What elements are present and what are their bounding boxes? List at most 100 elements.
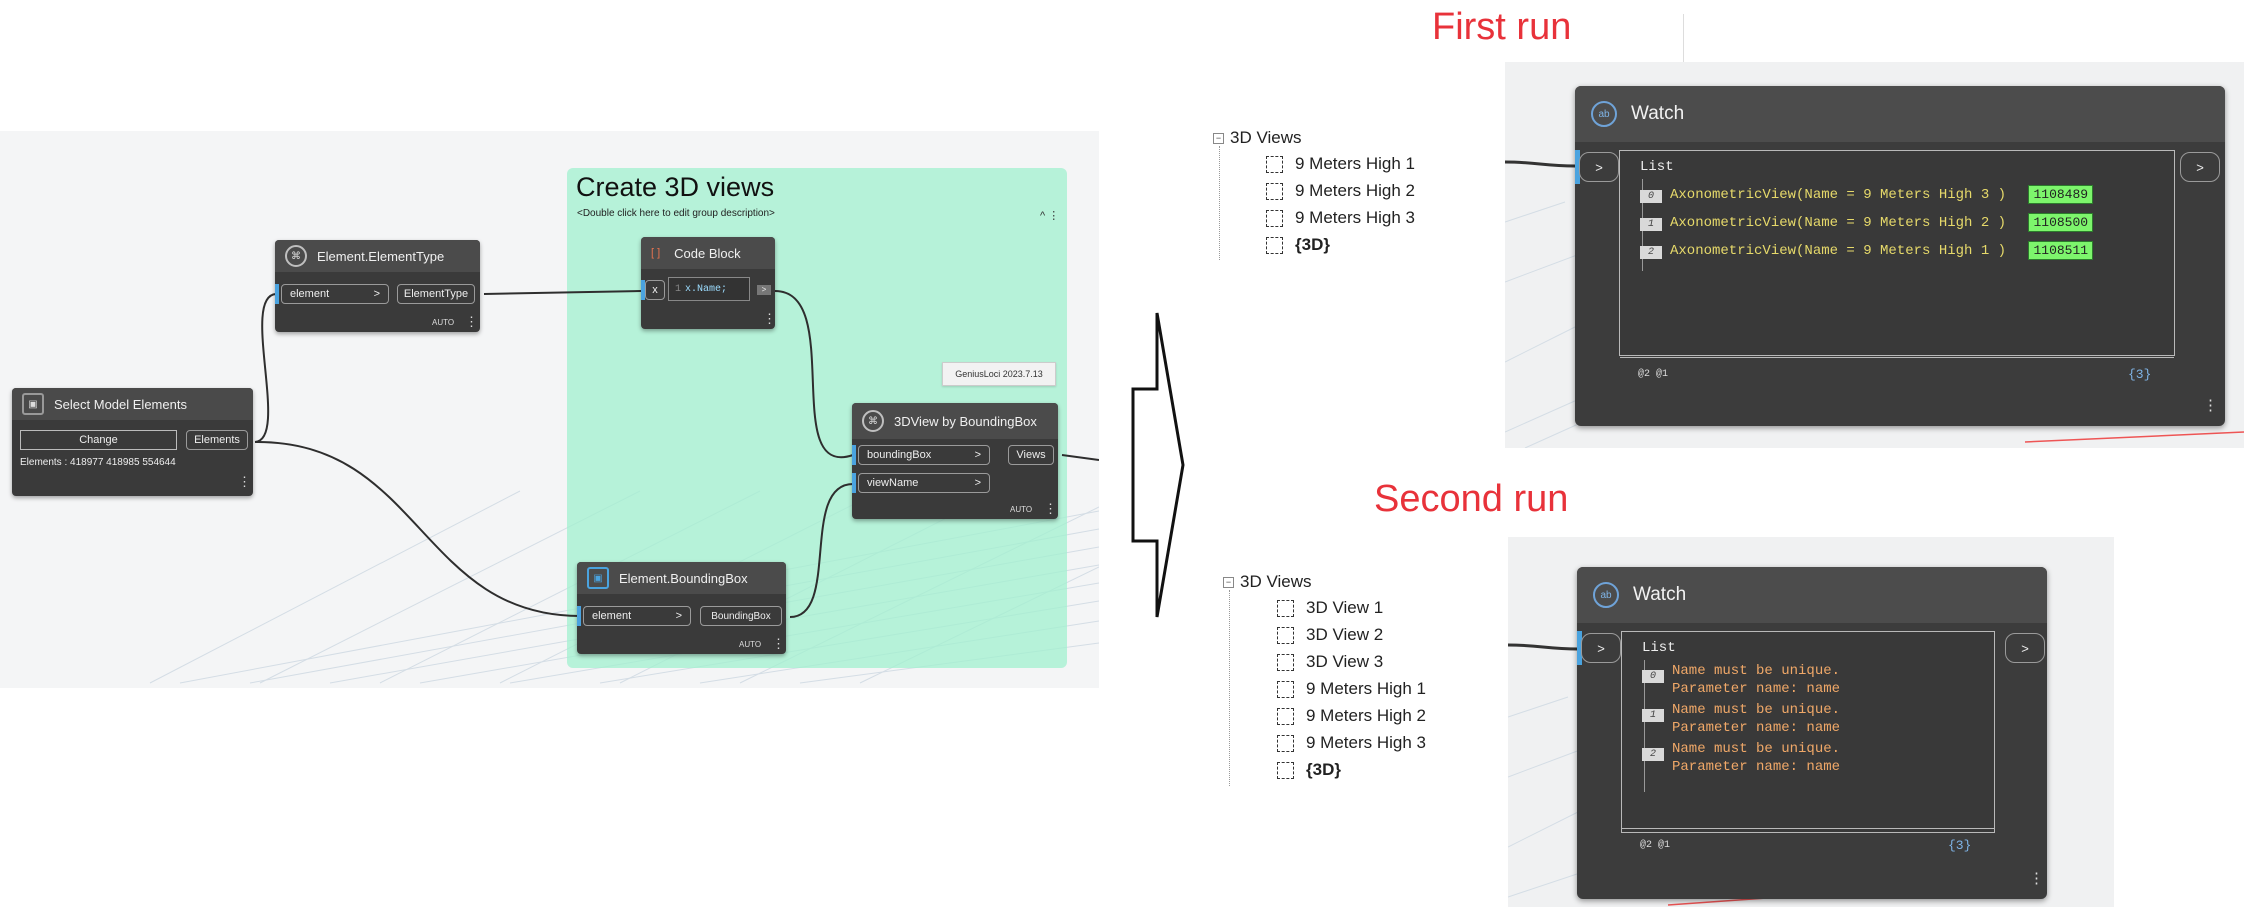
tree-root-label[interactable]: 3D Views — [1240, 572, 1312, 591]
tree-item[interactable]: 3D View 2 — [1306, 625, 1384, 644]
output-port-views[interactable]: Views — [1008, 445, 1054, 465]
wire-elements-to-elementtype — [254, 293, 277, 443]
lacing-label[interactable]: AUTO — [739, 640, 762, 649]
tree-item[interactable]: 3D View 3 — [1306, 652, 1384, 671]
input-port-x[interactable]: x — [645, 280, 665, 300]
list-count: {3} — [1948, 838, 1972, 853]
input-port-viewname[interactable]: viewName > — [858, 473, 990, 493]
tree-item[interactable]: 9 Meters High 1 — [1306, 679, 1426, 698]
watch-input-port[interactable]: > — [1579, 152, 1619, 182]
view-icon — [1266, 182, 1283, 200]
list-index: 0 — [1642, 670, 1664, 683]
output-port-elementtype[interactable]: ElementType — [397, 284, 475, 304]
view-icon — [1277, 653, 1294, 671]
tree-item[interactable]: 9 Meters High 2 — [1306, 706, 1426, 725]
select-elements-icon: ▣ — [22, 393, 44, 415]
output-port-code[interactable]: > — [757, 285, 771, 295]
group-title[interactable]: Create 3D views — [576, 172, 775, 202]
input-port-element[interactable]: element> — [583, 606, 691, 626]
chevron-right-icon: > — [974, 477, 981, 489]
tree-item[interactable]: 3D View 1 — [1306, 598, 1384, 617]
tree-root-label[interactable]: 3D Views — [1230, 128, 1302, 147]
view-icon — [1277, 761, 1294, 779]
node-menu-icon[interactable]: ⋮ — [2029, 870, 2044, 887]
wire-codeblock-to-bbox-view — [774, 290, 854, 459]
input-marker — [275, 284, 279, 304]
watch-output-port[interactable]: > — [2005, 633, 2045, 663]
node-menu-icon[interactable]: ⋮ — [2203, 397, 2218, 414]
group-collapse-toggle[interactable]: ^ ⋮ — [1040, 210, 1060, 222]
collapse-icon[interactable]: − — [1213, 132, 1224, 144]
group-description[interactable]: <Double click here to edit group descrip… — [577, 208, 775, 219]
tree-item[interactable]: {3D} — [1306, 760, 1341, 779]
line-number: 1 — [675, 283, 682, 295]
tree-item[interactable]: 9 Meters High 3 — [1295, 208, 1415, 227]
package-tooltip: GeniusLoci 2023.7.13 — [942, 362, 1056, 386]
element-id-link[interactable]: 1108511 — [2028, 241, 2094, 260]
input-marker — [1575, 150, 1580, 184]
view-icon — [1277, 680, 1294, 698]
input-marker — [852, 473, 856, 493]
output-port-boundingbox[interactable]: BoundingBox — [700, 606, 782, 626]
node-select-model-elements[interactable]: ▣ Select Model Elements Change Elements … — [12, 388, 253, 496]
watch-title: Watch — [1631, 103, 1685, 124]
input-port-boundingbox[interactable]: boundingBox > — [858, 445, 990, 465]
node-menu-icon[interactable]: ⋮ — [465, 314, 478, 329]
node-element-boundingbox[interactable]: ▣ Element.BoundingBox element> BoundingB… — [577, 562, 786, 654]
node-element-elementtype[interactable]: ⌘ Element.ElementType element> ElementTy… — [275, 240, 480, 332]
port-label: boundingBox — [867, 449, 932, 461]
node-code-block[interactable]: [ ] Code Block x 1 x.Name; > ⋮ — [641, 237, 776, 329]
element-id-link[interactable]: 1108500 — [2028, 213, 2094, 232]
code-editor[interactable]: 1 x.Name; — [668, 277, 750, 301]
tree-item[interactable]: 9 Meters High 3 — [1306, 733, 1426, 752]
watch-input-port[interactable]: > — [1581, 633, 1621, 663]
node-menu-icon[interactable]: ⋮ — [763, 311, 776, 326]
collapse-icon[interactable]: − — [1223, 576, 1234, 588]
watch-icon: ab — [1591, 101, 1617, 127]
heading-first-run: First run — [1432, 6, 1572, 48]
node-3dview-by-boundingbox[interactable]: ⌘ 3DView by BoundingBox boundingBox> vie… — [852, 403, 1058, 519]
selection-info: Elements : 418977 418985 554644 — [20, 457, 176, 468]
watch-icon: ab — [1593, 582, 1619, 608]
chevron-right-icon: > — [974, 449, 981, 461]
port-label: element — [290, 288, 330, 300]
input-port-element[interactable]: element > — [281, 284, 389, 304]
list-index: 2 — [1640, 246, 1662, 259]
tree-item[interactable]: 9 Meters High 2 — [1295, 181, 1415, 200]
tree-item[interactable]: {3D} — [1295, 235, 1330, 254]
watch-output-port[interactable]: > — [2180, 152, 2220, 182]
element-id-link[interactable]: 1108489 — [2028, 185, 2094, 204]
node-title: Element.BoundingBox — [619, 570, 748, 586]
node-menu-icon[interactable]: ⋮ — [238, 474, 251, 489]
watch-title: Watch — [1633, 584, 1687, 605]
view-icon — [1266, 236, 1283, 254]
chevron-right-icon: > — [675, 610, 682, 622]
boundingbox-node-icon: ▣ — [587, 567, 609, 589]
node-menu-icon[interactable]: ⋮ — [772, 636, 785, 651]
lacing-label[interactable]: AUTO — [1010, 505, 1033, 514]
change-button[interactable]: Change — [20, 430, 177, 450]
input-marker — [1577, 631, 1582, 665]
list-index: 1 — [1642, 709, 1664, 722]
wire-bbox-to-bbox-view — [789, 483, 854, 618]
output-port-elements[interactable]: Elements — [186, 430, 248, 450]
list-count: {3} — [2128, 367, 2152, 382]
lacing-label[interactable]: AUTO — [432, 318, 455, 327]
geniusloci-node-icon: ⌘ — [862, 410, 884, 432]
tree-item[interactable]: 9 Meters High 1 — [1295, 154, 1415, 173]
node-menu-icon[interactable]: ⋮ — [1044, 501, 1057, 516]
chevron-right-icon: > — [373, 288, 380, 300]
node-title: Element.ElementType — [317, 248, 445, 264]
node-title: Code Block — [674, 245, 741, 261]
error-text: Parameter name: name — [1672, 720, 1841, 736]
port-label: viewName — [867, 477, 919, 489]
heading-second-run: Second run — [1374, 478, 1569, 520]
